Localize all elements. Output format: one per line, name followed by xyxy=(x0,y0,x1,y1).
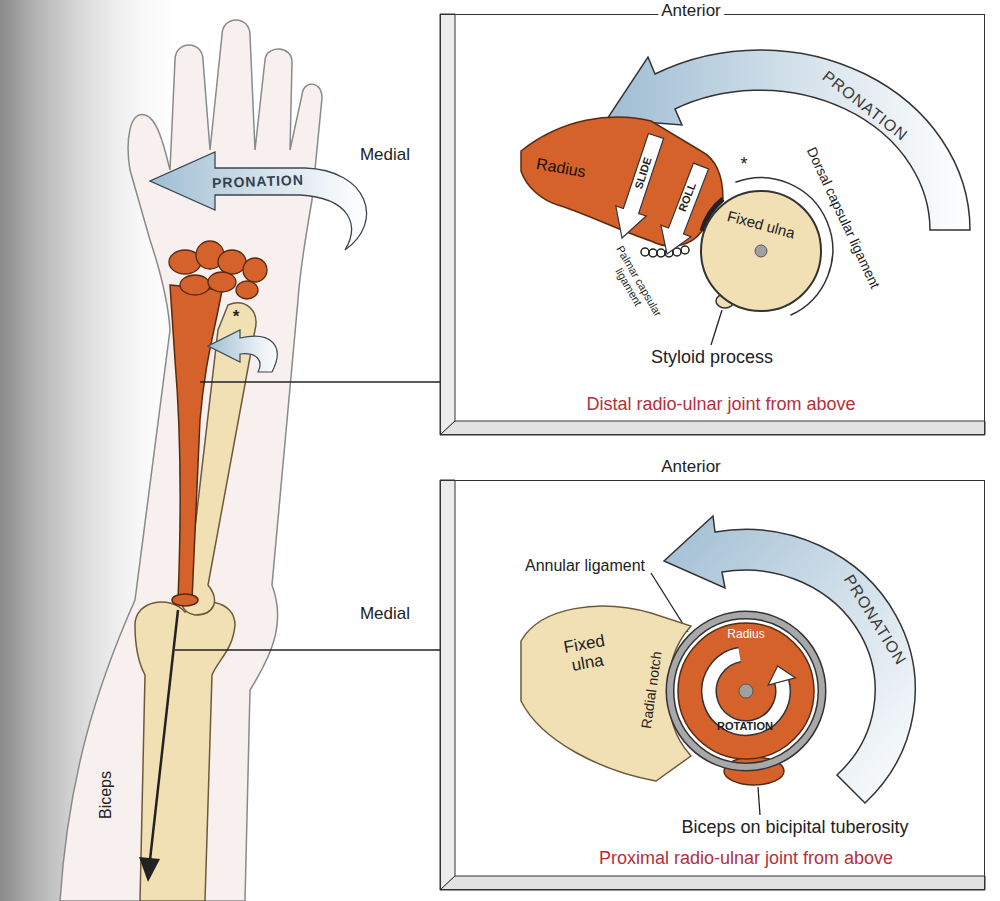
panel-side xyxy=(440,421,985,435)
illustration-part xyxy=(616,134,664,239)
wrist-arrow xyxy=(208,330,277,372)
illustration-part xyxy=(657,249,665,257)
label-text: ROTATION xyxy=(717,720,773,732)
panel-box: AnteriorDistal radio-ulnar joint from ab… xyxy=(440,14,985,435)
illustration-part xyxy=(180,275,210,295)
palmar-ligament xyxy=(641,246,689,257)
illustration-part xyxy=(670,615,822,767)
panel-side xyxy=(440,876,985,890)
illustration-part xyxy=(649,249,657,257)
label-text: Annular ligament xyxy=(525,557,645,575)
node-text: Anterior xyxy=(658,2,724,21)
label-text: Biceps on bicipital tuberosity xyxy=(681,818,908,838)
leader-line xyxy=(175,649,440,651)
pronation-arrow xyxy=(664,516,915,803)
illustration-part xyxy=(678,623,814,759)
illustration-part xyxy=(208,272,236,292)
carpal-bones xyxy=(169,241,267,299)
label-text: Medial xyxy=(360,146,410,165)
radius-bone xyxy=(170,285,222,600)
illustration-part xyxy=(709,655,783,728)
humerus xyxy=(135,602,235,901)
node-text: Distal radio-ulnar joint from above xyxy=(586,395,855,415)
node-text: Proximal radio-ulnar joint from above xyxy=(599,849,893,869)
leader-line xyxy=(758,787,760,815)
label-text: PRONATION xyxy=(212,173,304,192)
biceps-line xyxy=(150,610,178,860)
radius-head: Radius xyxy=(666,611,826,791)
label-text: Styloid process xyxy=(651,348,773,368)
arm-outline xyxy=(60,20,322,901)
illustration-part xyxy=(768,666,795,685)
label-text: * xyxy=(233,308,240,327)
leader-line xyxy=(200,381,440,383)
illustration-part xyxy=(641,248,649,256)
illustration-part xyxy=(701,191,821,311)
panel-side xyxy=(440,14,455,435)
biceps-arrowhead xyxy=(139,857,160,882)
label-text: Medial xyxy=(360,605,410,624)
node-text: Radius xyxy=(727,628,764,641)
leader-line xyxy=(711,310,722,345)
illustration-part xyxy=(521,606,691,781)
node-text: Anterior xyxy=(661,458,721,477)
illustration-part xyxy=(709,655,783,728)
label-text: Biceps xyxy=(97,771,115,819)
ulna-circle: Fixed ulna xyxy=(699,189,823,313)
illustration-part xyxy=(218,250,246,274)
label-text: * xyxy=(740,155,747,175)
illustration-part xyxy=(236,281,258,299)
illustration-part xyxy=(739,684,753,698)
ulna-circle-outline xyxy=(699,189,823,313)
illustration-part xyxy=(755,245,767,257)
hand-arrow xyxy=(150,152,367,250)
illustration-part xyxy=(670,615,822,767)
illustration-part xyxy=(243,258,267,282)
radius-head xyxy=(172,594,198,606)
illustration-part xyxy=(681,246,689,254)
panel-side xyxy=(440,480,455,890)
